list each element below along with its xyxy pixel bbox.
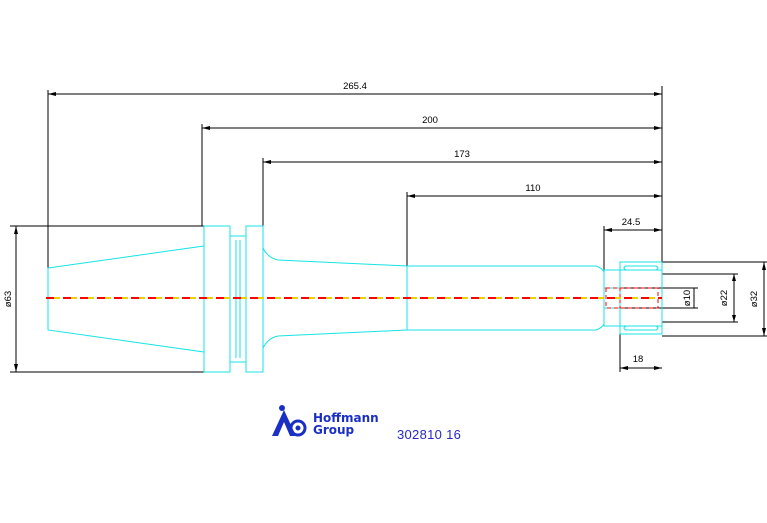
dim-200: 200 — [201, 115, 662, 226]
bore-outline — [605, 287, 659, 309]
dim-dia-22-text: ø22 — [719, 290, 730, 306]
dim-dia-32-text: ø32 — [749, 291, 760, 307]
dim-200-text: 200 — [422, 115, 438, 126]
dim-dia-22: ø22 — [662, 273, 738, 323]
dim-dia-32: ø32 — [662, 261, 767, 337]
dim-110: 110 — [406, 183, 662, 266]
dim-overall-text: 265.4 — [343, 81, 367, 92]
dim-overall-length: 265.4 — [47, 81, 663, 298]
dim-dia-10: ø10 — [620, 287, 698, 309]
dim-24-5: 24.5 — [603, 217, 662, 270]
dim-173: 173 — [262, 149, 662, 228]
dim-24-5-text: 24.5 — [622, 217, 641, 228]
dim-18-text: 18 — [633, 354, 644, 365]
brand-name: Hoffmann Group — [313, 412, 379, 436]
brand-line-2: Group — [313, 423, 355, 437]
dim-dia-10-text: ø10 — [682, 290, 693, 306]
dim-dia-63: ø63 — [3, 225, 204, 373]
dim-dia-63-text: ø63 — [3, 291, 14, 307]
dim-173-text: 173 — [454, 149, 470, 160]
part-number: 302810 16 — [397, 427, 462, 442]
brand-line-1: Hoffmann — [313, 411, 379, 425]
dim-18: 18 — [619, 320, 662, 372]
dim-110-text: 110 — [525, 183, 540, 194]
hoffmann-logo-icon — [272, 405, 307, 437]
